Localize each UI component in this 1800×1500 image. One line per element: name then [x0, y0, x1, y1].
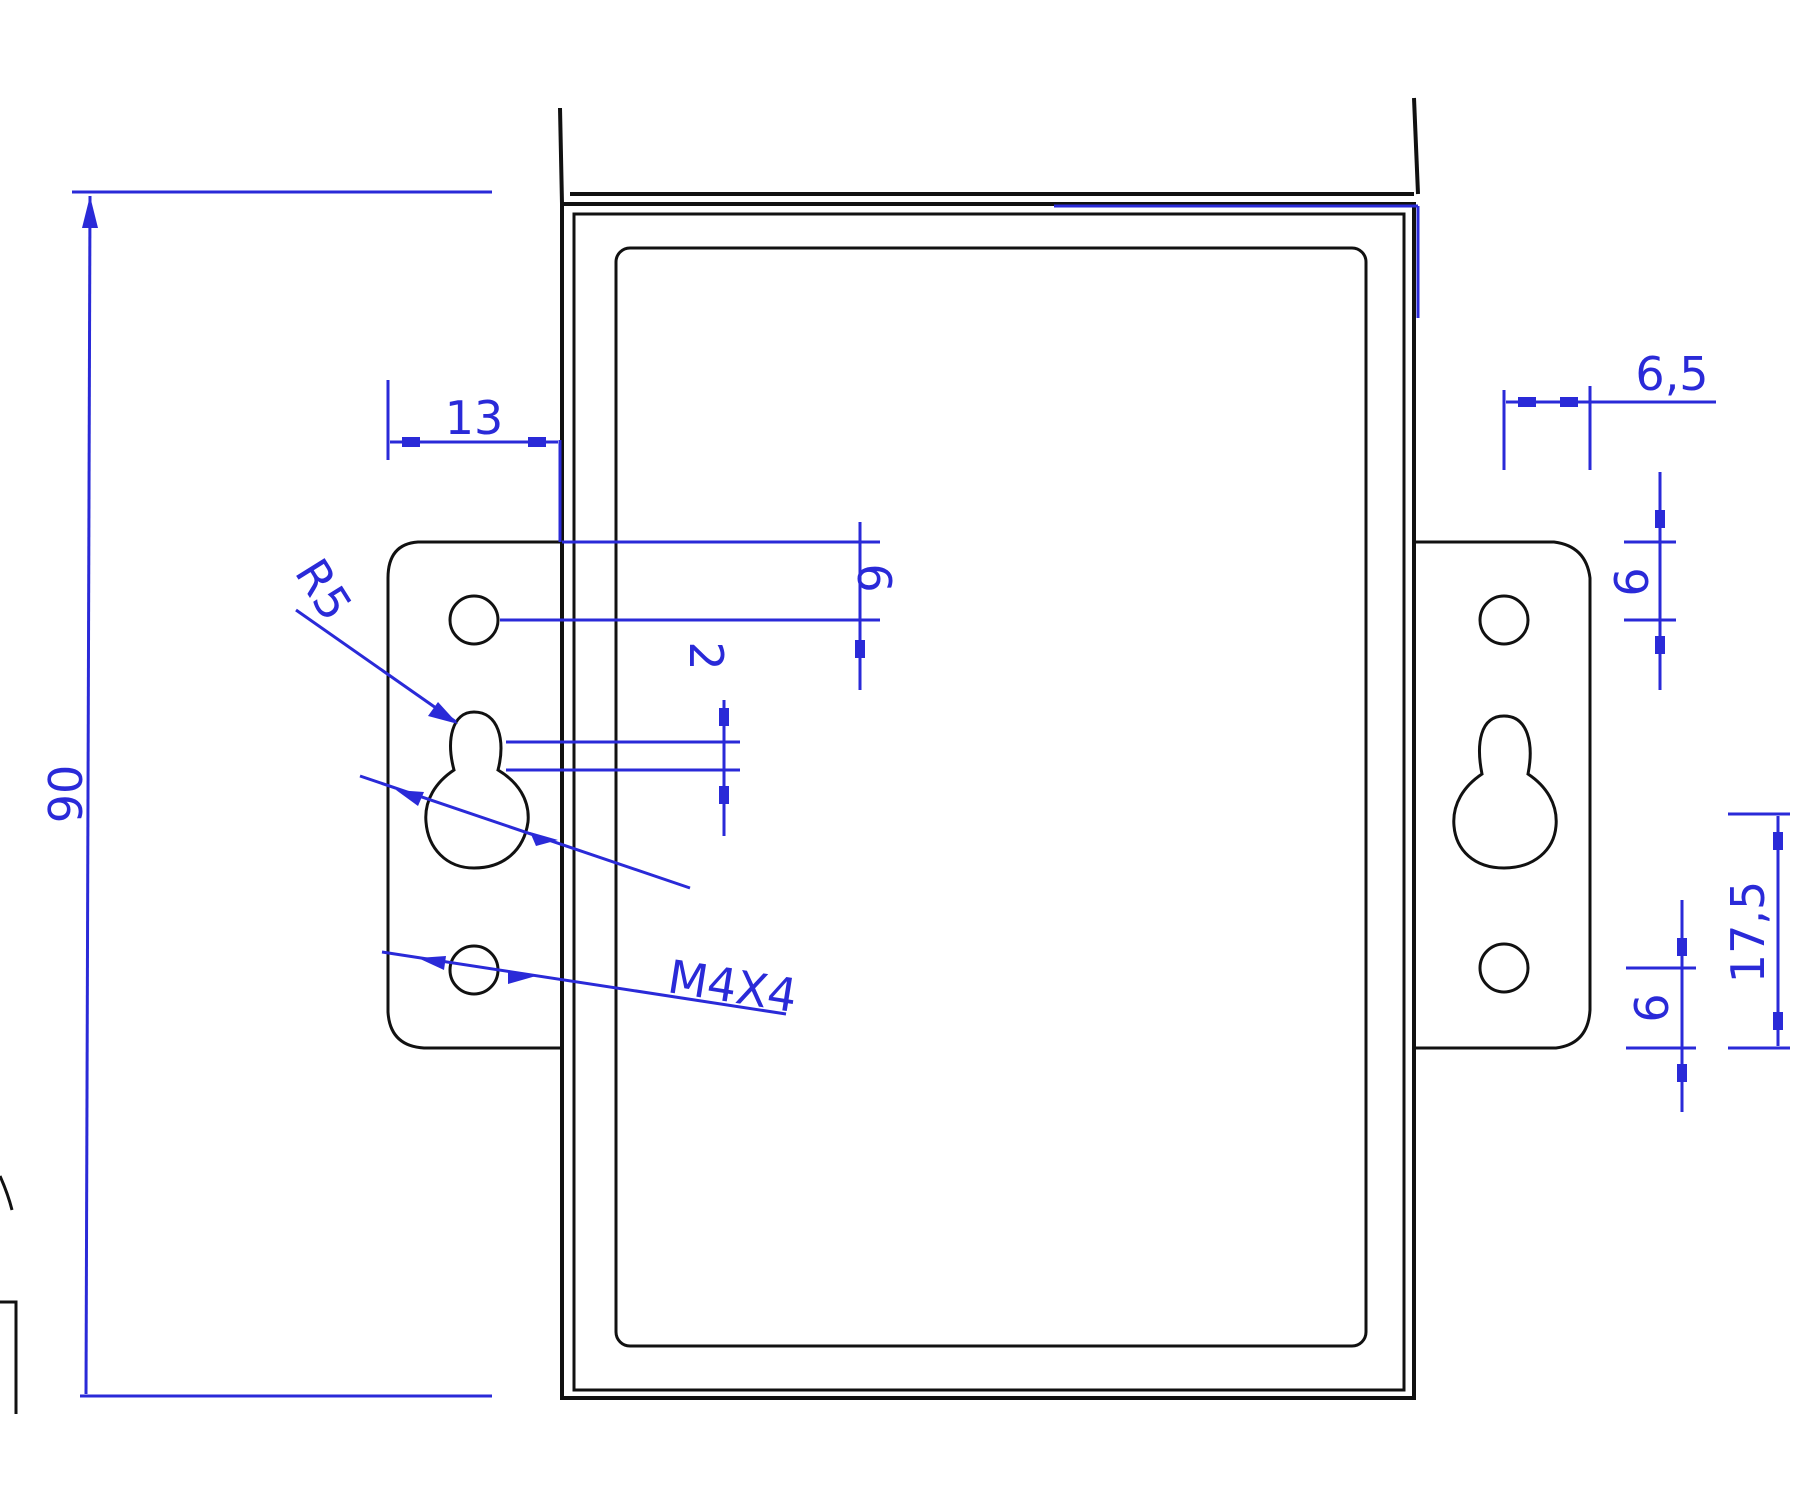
right-bottom-hole	[1478, 942, 1530, 994]
dim-65-label: 6,5	[1635, 347, 1708, 401]
dim-2-label: 2	[679, 641, 733, 670]
dim-r5-arrow	[428, 702, 458, 724]
dim-6-tick-bottom	[855, 640, 865, 658]
right-keyhole	[1452, 714, 1558, 870]
dim-m4-leader	[381, 950, 787, 1016]
left-edge-bracket	[0, 1300, 18, 1414]
dim-flange-width: 13	[386, 380, 562, 542]
dim-r6b-label: 6	[1625, 993, 1679, 1022]
dim-13-tick-left	[402, 437, 420, 447]
dim-r5-label: R5	[284, 549, 362, 630]
left-edge-arc	[0, 1175, 14, 1211]
dim-r5-leader	[295, 608, 457, 724]
lid-left-edge	[558, 107, 564, 205]
dim-top-right-hole: 6	[1605, 472, 1676, 690]
dim-height-label: 90	[39, 765, 93, 824]
enclosure-inner-frame	[572, 212, 1406, 1392]
dim-175-tick-bottom	[1773, 1012, 1783, 1030]
dim-m4-label: M4X4	[664, 949, 801, 1023]
dim-overall-height: 90	[39, 190, 492, 1398]
dim-r6a-tick-top	[1655, 510, 1665, 528]
dim-r5-diam-arrow-left	[396, 790, 424, 806]
dim-m4-arrow-right	[508, 970, 536, 984]
enclosure-outer-frame	[560, 202, 1416, 1400]
dim-r6a-label: 6	[1605, 567, 1659, 596]
dim-top-left-hole: 6	[500, 522, 901, 690]
lid-right-edge	[1412, 97, 1420, 195]
dim-13-tick-right	[528, 437, 546, 447]
dim-r5-diam-arrow-right	[530, 832, 558, 846]
dim-13-label: 13	[445, 391, 504, 445]
dim-65-tick-left	[1518, 397, 1536, 407]
dim-r6a-tick-bottom	[1655, 636, 1665, 654]
left-edge-fragment	[0, 1175, 18, 1414]
left-flange-outline	[386, 540, 562, 1050]
dim-bottom-right-hole: 6	[1625, 900, 1696, 1112]
dim-hole-spacing-right: 17,5	[1721, 812, 1790, 1050]
dim-keyhole-slot: 2	[506, 641, 740, 836]
dim-m4-arrow-left	[418, 956, 446, 970]
dim-r6b-tick-bottom	[1677, 1064, 1687, 1082]
dim-2-tick-top	[719, 708, 729, 726]
left-top-hole	[448, 594, 500, 646]
dim-r6b-tick-top	[1677, 938, 1687, 956]
dim-6-label: 6	[847, 563, 901, 592]
right-flange-outline	[1414, 540, 1592, 1050]
dim-65-tick-right	[1560, 397, 1578, 407]
enclosure-panel	[614, 246, 1368, 1348]
left-keyhole	[424, 710, 530, 870]
right-mounting-flange	[1414, 540, 1592, 1050]
dim-hole-callout: M4X4	[381, 949, 801, 1023]
dim-2-tick-bottom	[719, 786, 729, 804]
dim-height-arrow-top	[82, 196, 98, 228]
dim-height-line	[84, 195, 92, 1395]
dim-175-tick-top	[1773, 832, 1783, 850]
enclosure-body	[558, 97, 1420, 1400]
dim-175-label: 17,5	[1721, 881, 1775, 983]
right-top-hole	[1478, 594, 1530, 646]
dim-right-offset: 6,5	[1054, 204, 1716, 470]
